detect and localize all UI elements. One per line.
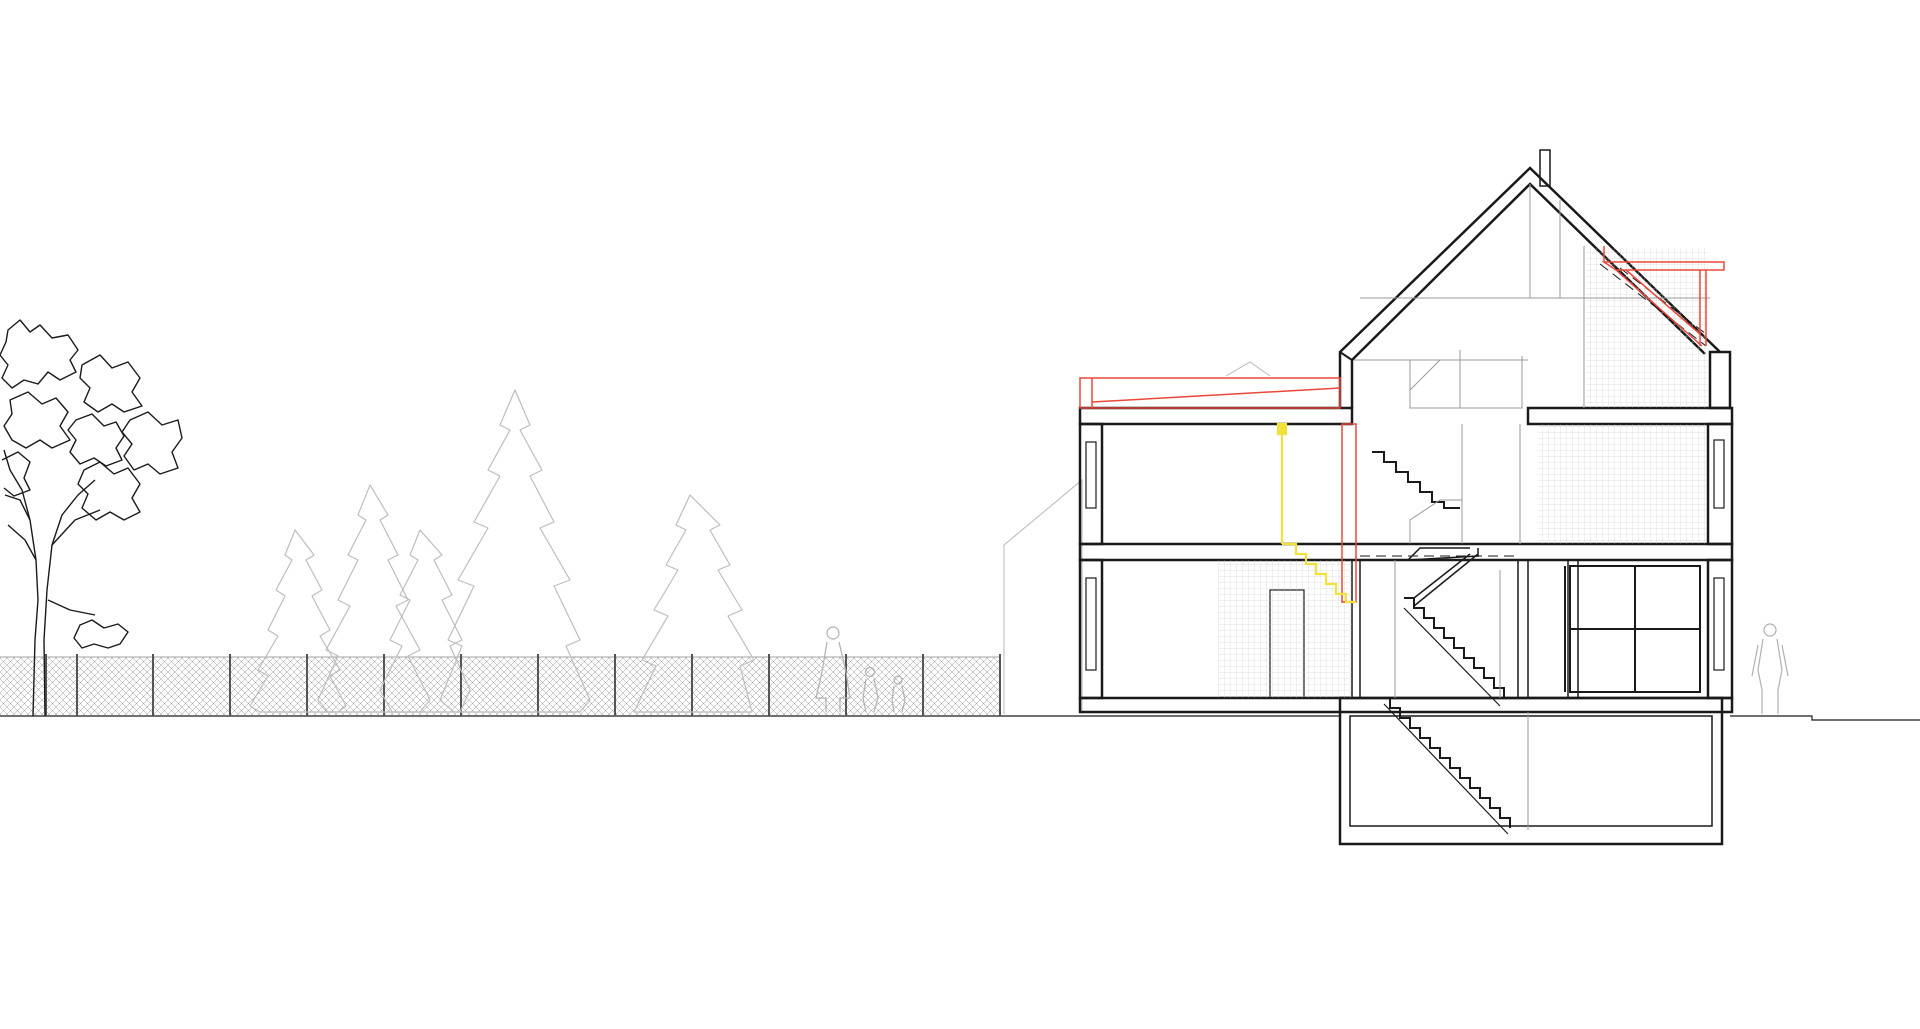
deciduous-tree: [0, 319, 183, 717]
dashed-reference-lines: [1360, 263, 1707, 557]
conifer-1: [249, 529, 347, 713]
conifer-2: [317, 484, 431, 713]
adult-right: [1751, 623, 1789, 714]
stair-ground: [1404, 597, 1505, 698]
first-floor-slab: [1078, 542, 1734, 562]
conifer-trees: [249, 389, 755, 713]
chimney: [1539, 149, 1551, 187]
attic-floor-slab: [1078, 406, 1354, 426]
ground-line: [0, 715, 1920, 721]
flat-roof-extension: [1079, 377, 1341, 409]
right-wall-lower: [1706, 558, 1734, 700]
conifer-3: [379, 529, 471, 713]
highlight-yellow: [1276, 422, 1356, 604]
mesh-fence: [0, 654, 1001, 716]
left-wall-lower: [1078, 558, 1104, 700]
adult-with-children: [815, 626, 906, 713]
basement-walls: [1338, 696, 1724, 846]
left-wall-upper: [1078, 422, 1104, 546]
stair-first: [1372, 451, 1460, 509]
stair-basement: [1378, 697, 1511, 828]
staircases: [1372, 451, 1511, 835]
internal-construction-lines: [1354, 184, 1710, 830]
dormer-extension: [1601, 261, 1725, 271]
right-wall-upper: [1706, 422, 1734, 546]
neighbour-house-outline: [1003, 361, 1271, 714]
conifer-4: [439, 389, 591, 713]
conifer-5: [633, 494, 755, 713]
ground-floor-slab: [1078, 696, 1734, 714]
